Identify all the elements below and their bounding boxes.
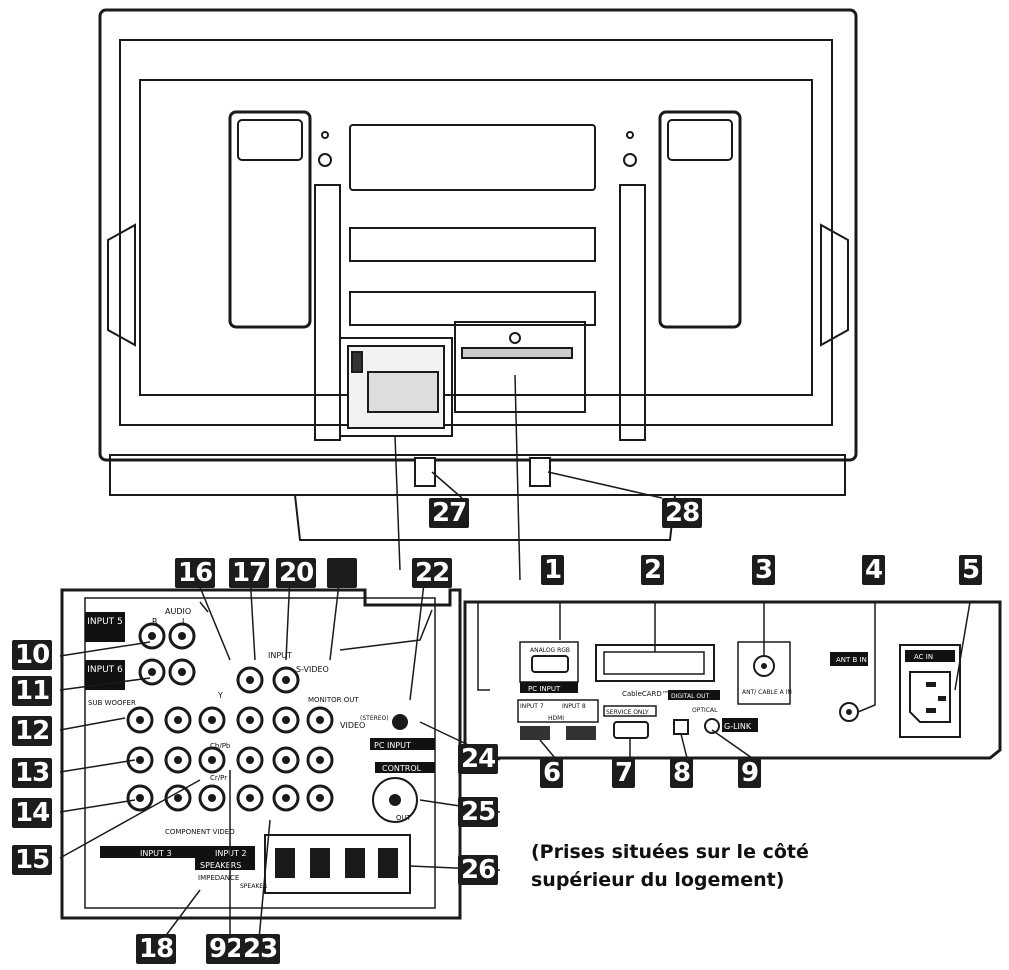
right-jack-panel: ANALOG RGB PC INPUT CableCARD™ ANT/ CABL… [463,600,1002,760]
ant-cable-a-label: ANT/ CABLE A IN [742,689,792,696]
callout-24: 24 [458,744,499,774]
callout-27: 27 [429,498,470,528]
input2-label: INPUT 2 [215,849,247,858]
callout-14: 14 [12,798,53,828]
rca-jack-pin [246,716,254,724]
callout-11: 11 [12,676,53,706]
callout-3: 3 [752,555,776,585]
callout-8: 8 [670,758,694,788]
s-video-label: S-VIDEO [296,665,329,674]
rca-jack-pin [174,756,182,764]
callout-22: 22 [412,558,453,588]
monitor-out-label: MONITOR OUT [308,696,359,704]
callout-2: 2 [641,555,665,585]
left-panel-jacks [126,622,334,812]
pc-input-right-label: PC INPUT [528,685,561,693]
rca-jack-pin [148,632,156,640]
y-label: Y [217,691,223,700]
rca-jack-pin [282,756,290,764]
rca-jack-pin [178,632,186,640]
rca-jack-pin [136,716,144,724]
rca-jack-pin [246,676,254,684]
rca-jack-pin [174,794,182,802]
input3-label: INPUT 3 [140,849,172,858]
rca-jack-pin [148,668,156,676]
caption: (Prises situées sur le côté supérieur du… [531,838,871,894]
tv-rear-body [98,8,858,541]
caption-line-1: (Prises situées sur le côté [531,841,809,863]
speakers-label: SPEAKERS [200,861,241,870]
rca-jack-pin [246,756,254,764]
callout-23: 23 [240,934,281,964]
callout-25: 25 [458,797,499,827]
control-out-label: OUT [396,814,412,822]
input-label: INPUT [268,651,292,660]
callout-16: 16 [175,558,216,588]
impedance-label: IMPEDANCE [198,874,239,882]
rca-jack-pin [208,756,216,764]
callout-26: 26 [458,855,499,885]
control-label: CONTROL [382,764,422,773]
rca-jack-pin [282,794,290,802]
audio-stereo-label: (STEREO) [360,715,389,722]
rca-jack-pin [246,794,254,802]
speaker-label: SPEAKER [240,883,267,890]
rca-jack-pin [136,756,144,764]
ac-in-label: AC IN [914,653,933,661]
audio-r-label: R [152,617,158,626]
video-label: VIDEO [340,721,365,730]
callout-blank [327,558,357,588]
rca-jack-pin [282,716,290,724]
callout-18: 18 [136,934,177,964]
input5-label: INPUT 5 [87,617,123,627]
callout-6: 6 [540,758,564,788]
ant-b-label: ANT B IN [836,656,867,664]
callout-12: 12 [12,716,53,746]
callout-17: 17 [229,558,270,588]
component-video-label: COMPONENT VIDEO [165,828,235,836]
audio-label: AUDIO [165,607,191,616]
digital-out-label: DIGITAL OUT [671,693,709,700]
input7-label: INPUT 7 [520,703,544,710]
input6-label: INPUT 6 [87,665,123,675]
rca-jack-pin [208,794,216,802]
callout-4: 4 [862,555,886,585]
leader-lines [394,374,663,581]
callout-1: 1 [541,555,565,585]
callout-10: 10 [12,640,53,670]
service-only-label: SERVICE ONLY [606,709,649,716]
hdmi-label: HDMI [548,715,564,722]
rca-jack-pin [282,676,290,684]
left-jack-panel: INPUT 5 INPUT 6 AUDIO R L SUB WOOFER INP… [60,588,462,920]
cablecard-label: CableCARD™ [622,690,669,698]
callout-92: 92 [206,934,247,964]
callout-15: 15 [12,845,53,875]
rca-jack-pin [208,716,216,724]
rca-jack-pin [174,716,182,724]
callout-13: 13 [12,758,53,788]
input8-label: INPUT 8 [562,703,586,710]
rca-jack-pin [178,668,186,676]
rca-jack-pin [316,716,324,724]
callout-7: 7 [612,758,636,788]
callout-9: 9 [738,758,762,788]
rca-jack-pin [316,756,324,764]
callout-28: 28 [662,498,703,528]
rca-jack-pin [136,794,144,802]
pc-input-left-label: PC INPUT [374,741,411,750]
analog-rgb-label: ANALOG RGB [530,647,570,654]
cb-pb-label: Cb/Pb [210,742,231,750]
callout-5: 5 [959,555,983,585]
optical-label: OPTICAL [692,707,718,714]
rca-jack-pin [316,794,324,802]
sub-woofer-label: SUB WOOFER [88,699,136,707]
callout-20: 20 [276,558,317,588]
g-link-label: G-LINK [724,722,752,731]
cr-pr-label: Cr/Pr [210,774,227,782]
audio-l-label: L [182,617,187,626]
caption-line-2: supérieur du logement) [531,869,785,891]
rear-jack-panel-small [339,321,586,487]
